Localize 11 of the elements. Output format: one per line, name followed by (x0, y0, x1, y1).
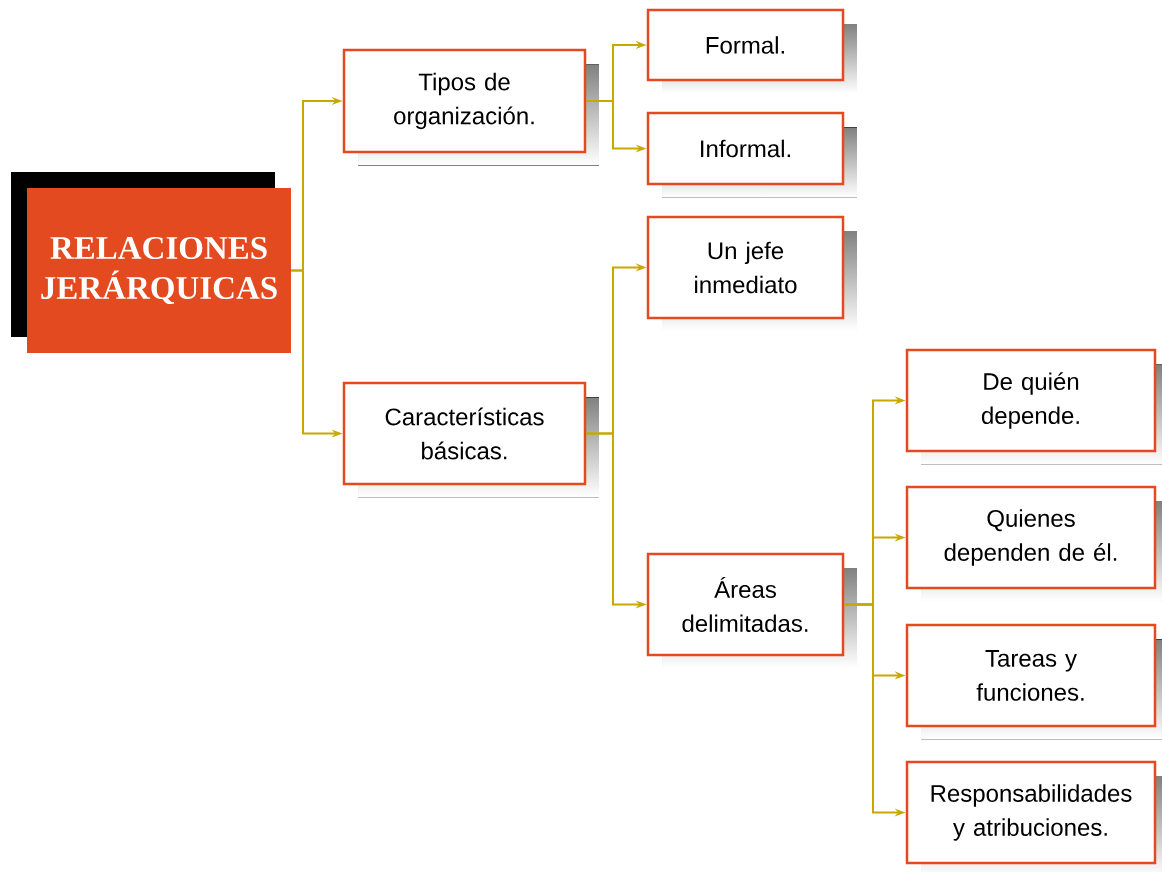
text-box: Informal. (646, 111, 857, 198)
text-box: Responsabilidades y atribuciones. (905, 760, 1162, 872)
title-box: RELACIONES JERÁRQUICAS (11, 172, 291, 353)
text-box: Áreas delimitadas. (646, 552, 857, 669)
text-box: Formal. (646, 8, 857, 94)
text-box: Tareas y funciones. (905, 623, 1162, 740)
text-box: Quienes dependen de él. (905, 485, 1162, 602)
text-box: Un jefe inmediato (646, 215, 857, 332)
text-box: De quién depende. (905, 348, 1162, 465)
text-box: Tipos de organización. (342, 48, 599, 166)
text-box: Características básicas. (342, 381, 599, 498)
